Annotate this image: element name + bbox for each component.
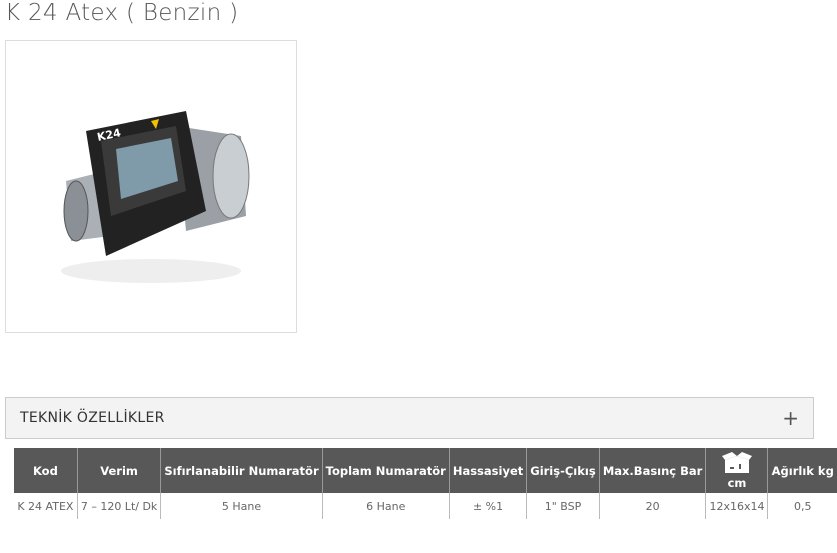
cell-kod: K 24 ATEX <box>17 499 74 513</box>
specs-table: Kod Verim Sıfırlanabilir Numaratör Topla… <box>14 448 837 519</box>
header-weight: Ağırlık kg <box>767 448 837 493</box>
cell-total-counter: 6 Hane <box>321 493 450 519</box>
header-total-counter: Toplam Numaratör <box>321 448 450 493</box>
cell-verim: 7 – 120 Lt/ Dk <box>76 493 161 519</box>
header-verim: Verim <box>76 448 161 493</box>
plus-icon[interactable]: + <box>782 406 799 430</box>
cell-weight: 0,5 <box>767 493 837 519</box>
dimensions-unit: cm <box>727 475 747 490</box>
header-accuracy: Hassasiyet <box>448 448 527 493</box>
table-row: K 24 ATEX 7 – 120 Lt/ Dk 5 Hane 6 Hane ±… <box>14 493 837 519</box>
header-max-pressure: Max.Basınç Bar <box>598 448 706 493</box>
header-inlet-outlet: Giriş-Çıkış <box>526 448 600 493</box>
header-dimensions: cm <box>705 448 768 493</box>
cell-max-pressure: 20 <box>598 493 706 519</box>
svg-text:K24: K24 <box>96 126 122 144</box>
header-kod: Kod <box>14 448 78 493</box>
header-resettable-counter: Sıfırlanabilir Numaratör <box>160 448 323 493</box>
page-title: K 24 Atex ( Benzin ) <box>5 0 239 26</box>
technical-specs-accordion[interactable]: TEKNİK ÖZELLİKLER + <box>5 397 814 439</box>
cell-inlet-outlet: 1" BSP <box>526 493 600 519</box>
cell-accuracy: ± %1 <box>448 493 527 519</box>
product-image[interactable]: K24 <box>5 40 297 333</box>
box-icon <box>721 451 752 473</box>
cell-resettable-counter: 5 Hane <box>160 493 323 519</box>
cell-dimensions: 12x16x14 <box>705 493 768 519</box>
accordion-label: TEKNİK ÖZELLİKLER <box>20 410 165 426</box>
